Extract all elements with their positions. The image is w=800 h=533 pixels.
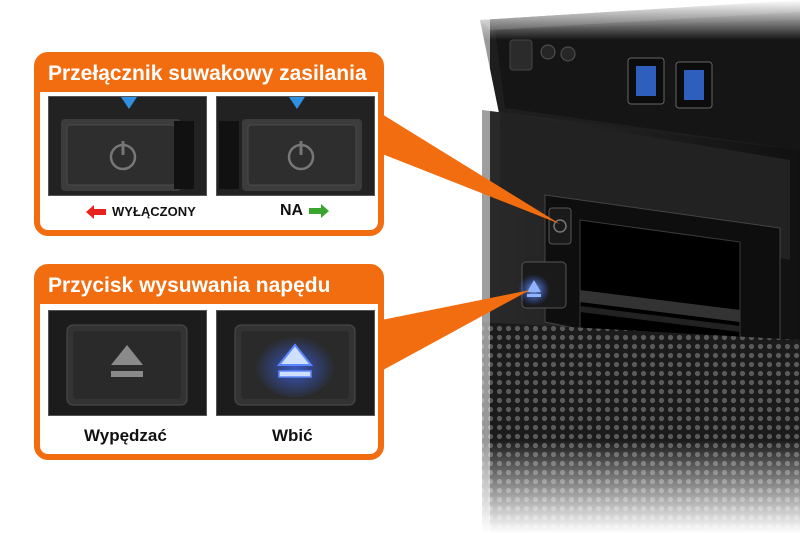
eject-panel-title: Przycisk wysuwania napędu bbox=[40, 270, 378, 304]
power-switch-off-photo bbox=[48, 96, 207, 196]
power-off-caption: WYŁĄCZONY bbox=[86, 204, 196, 219]
inject-label: Wbić bbox=[272, 426, 313, 445]
power-on-label: NA bbox=[280, 202, 304, 219]
power-off-label: WYŁĄCZONY bbox=[112, 204, 196, 219]
eject-button-unlit-photo bbox=[48, 310, 207, 416]
power-on-caption: NA bbox=[280, 202, 330, 220]
arrow-left-icon bbox=[86, 204, 106, 219]
power-panel-title: Przełącznik suwakowy zasilania bbox=[40, 58, 378, 92]
eject-label: Wypędzać bbox=[84, 426, 167, 445]
inject-caption: Wbić bbox=[272, 426, 313, 446]
power-switch-panel: Przełącznik suwakowy zasilania bbox=[34, 52, 384, 236]
eject-icon bbox=[111, 345, 143, 377]
eject-icon bbox=[276, 343, 314, 378]
power-icon bbox=[287, 141, 315, 171]
power-icon bbox=[109, 141, 137, 171]
power-switch-on-photo bbox=[216, 96, 375, 196]
arrow-right-icon bbox=[309, 204, 330, 218]
eject-button-lit-photo bbox=[216, 310, 375, 416]
eject-caption: Wypędzać bbox=[84, 426, 167, 446]
eject-button-panel: Przycisk wysuwania napędu bbox=[34, 264, 384, 460]
usb-port-icon bbox=[627, 57, 713, 109]
